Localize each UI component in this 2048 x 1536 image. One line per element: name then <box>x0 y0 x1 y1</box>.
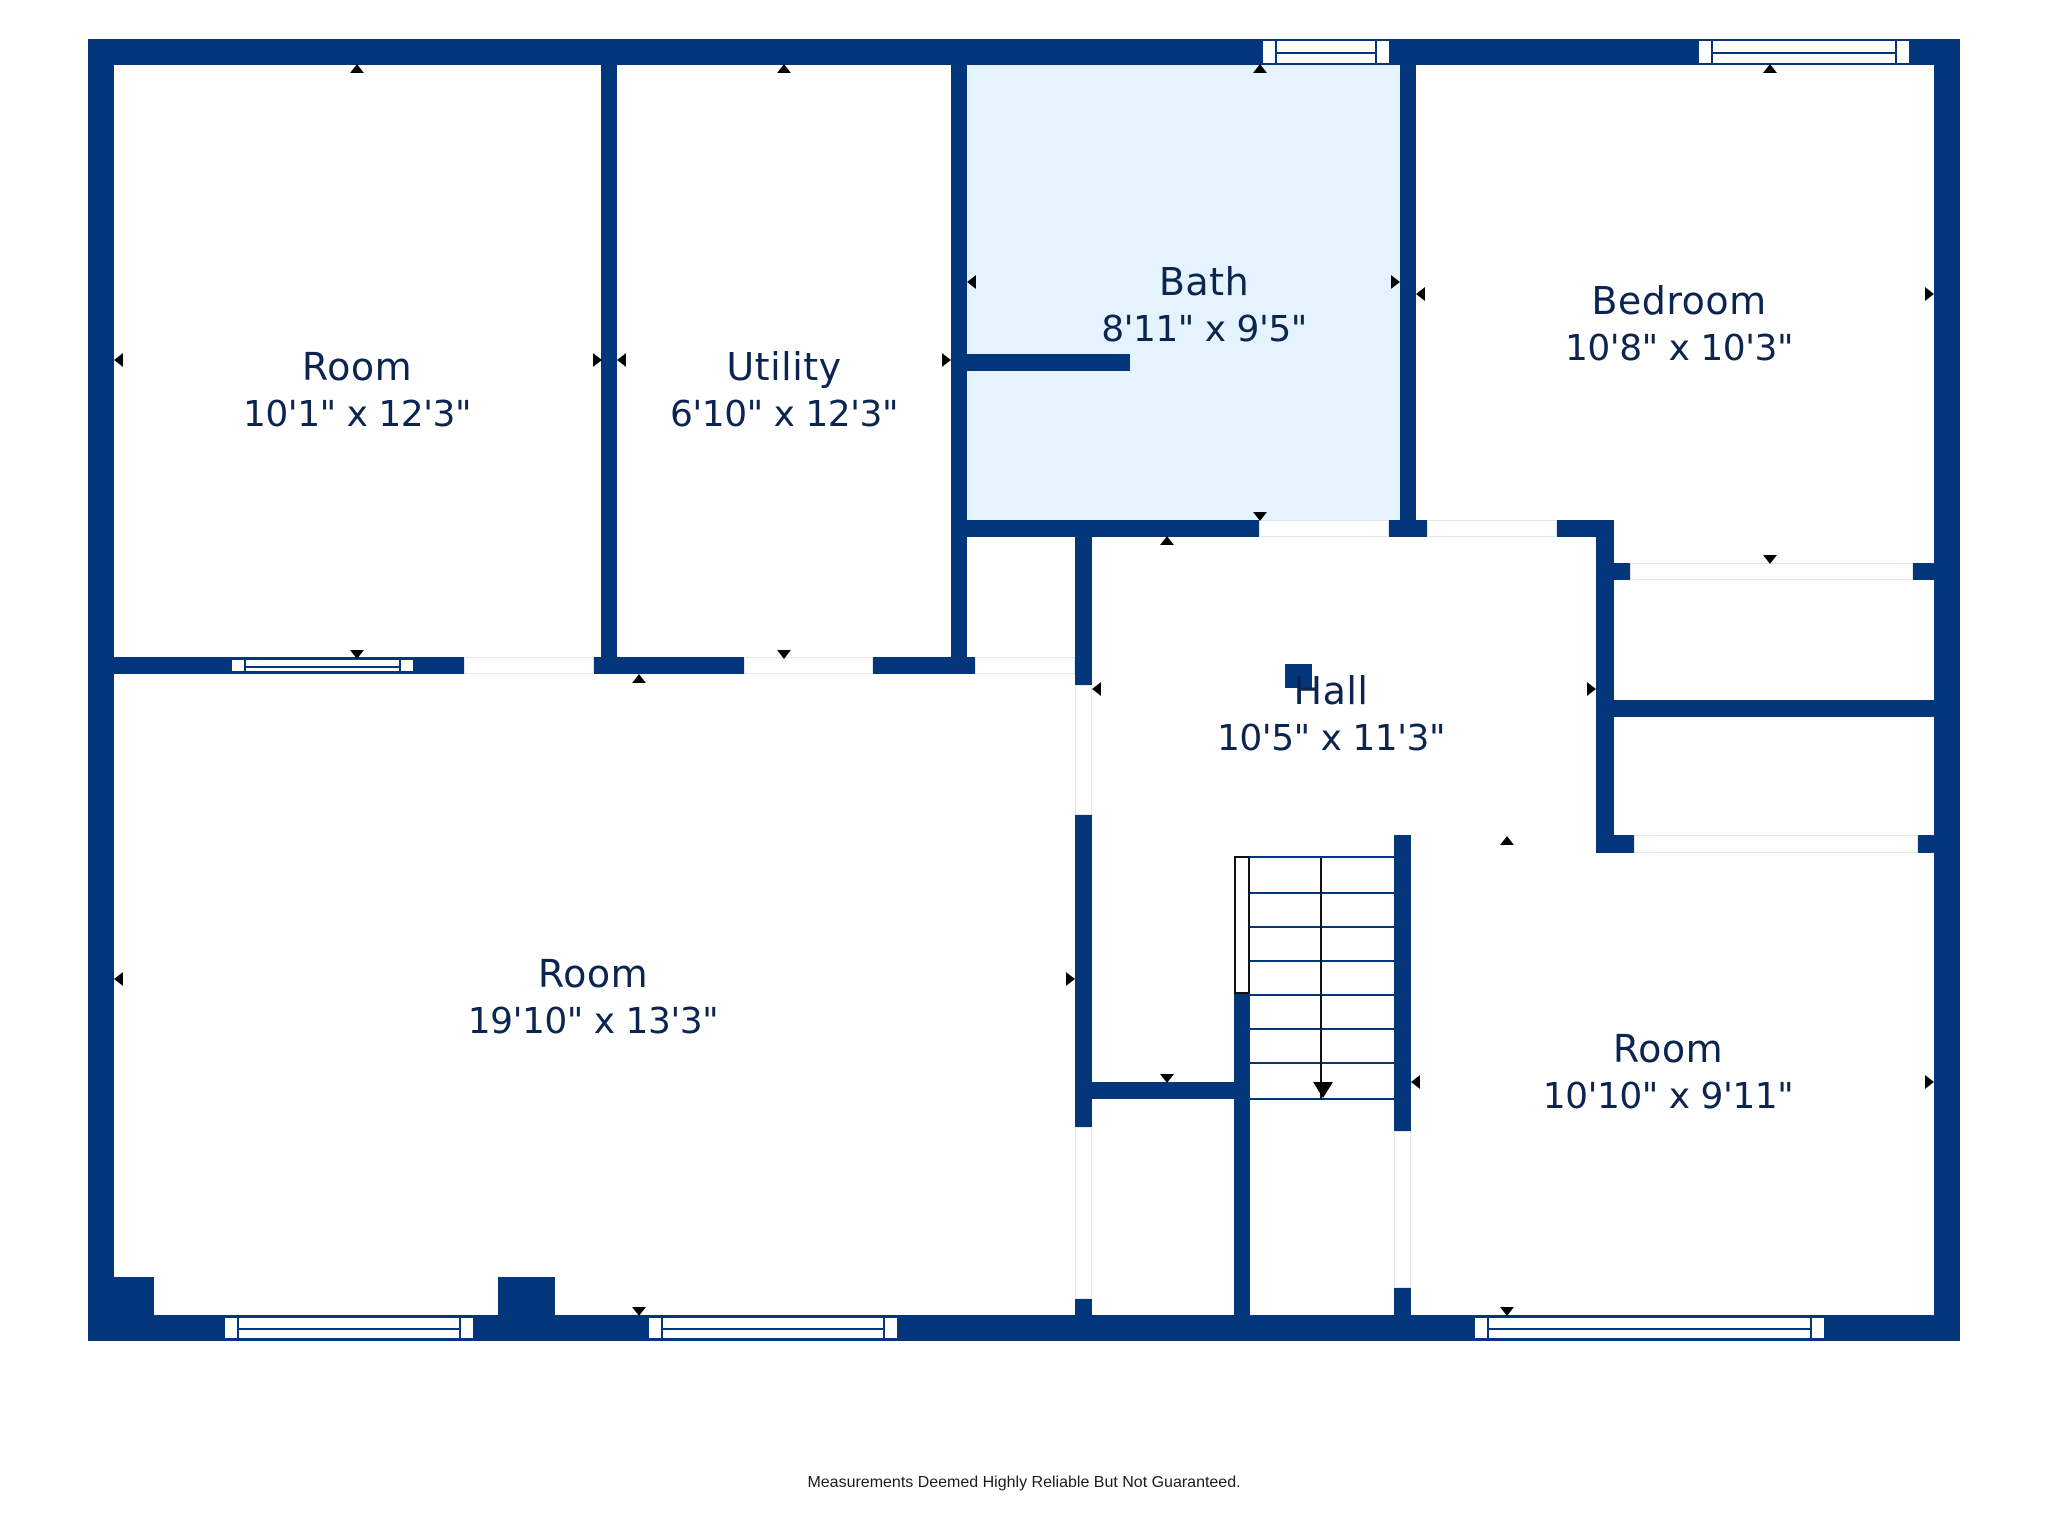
column-mid <box>498 1277 555 1317</box>
hall-left-opening-1 <box>1075 685 1092 815</box>
room-name: Bedroom <box>1591 278 1767 323</box>
hall-left-wall-top <box>1075 536 1092 685</box>
window-top-bedroom <box>1697 39 1911 65</box>
bath-partition <box>967 354 1130 371</box>
room-dimensions: 19'10" x 13'3" <box>467 1001 719 1043</box>
window-bottom-3 <box>1473 1316 1826 1340</box>
dim-marker-icon <box>1587 682 1596 696</box>
dim-marker-icon <box>114 353 123 367</box>
column-left <box>114 1277 154 1317</box>
dim-marker-icon <box>1763 555 1777 564</box>
window-mid-room <box>230 658 415 673</box>
room-dimensions: 10'8" x 10'3" <box>1564 328 1794 370</box>
stair-right-wall-bottom <box>1394 1288 1411 1341</box>
room-label-room-2: Room 19'10" x 13'3" <box>467 950 719 1046</box>
dim-marker-icon <box>942 353 951 367</box>
dim-marker-icon <box>1411 1075 1420 1089</box>
hall-left-wall-mid <box>1075 815 1092 1127</box>
dim-marker-icon <box>632 674 646 683</box>
staircase <box>1250 856 1394 1100</box>
dim-marker-icon <box>1416 287 1425 301</box>
stair-right-opening <box>1394 1131 1411 1288</box>
room-name: Room <box>1612 1026 1724 1071</box>
disclaimer: Measurements Deemed Highly Reliable But … <box>807 1474 1241 1491</box>
stair-left-wall <box>1234 994 1250 1341</box>
room-dimensions: 6'10" x 12'3" <box>669 394 899 436</box>
bath-highlight <box>967 65 1400 520</box>
stair-right-wall <box>1394 835 1411 1131</box>
hall-left-opening-2 <box>1075 1127 1092 1299</box>
dim-marker-icon <box>777 64 791 73</box>
wall-utility-bath <box>951 39 967 674</box>
dim-marker-icon <box>1391 275 1400 289</box>
mid-opening-1 <box>464 657 594 674</box>
bath-door-opening <box>1259 520 1389 537</box>
room-label-bath: Bath 8'11" x 9'5" <box>1101 258 1307 354</box>
closet-top-stub-right <box>1913 563 1934 580</box>
mid-wall-seg3 <box>873 657 975 674</box>
room-label-bedroom: Bedroom 10'8" x 10'3" <box>1564 277 1794 373</box>
mid-wall-seg2 <box>594 657 744 674</box>
dim-marker-icon <box>1253 512 1267 521</box>
dim-marker-icon <box>632 1307 646 1316</box>
room-label-room-1: Room 10'1" x 12'3" <box>242 343 472 439</box>
window-bottom-2 <box>647 1316 899 1340</box>
room-dimensions: 8'11" x 9'5" <box>1101 309 1307 351</box>
bath-bottom-stub <box>1389 520 1427 537</box>
dim-marker-icon <box>617 353 626 367</box>
dim-marker-icon <box>967 275 976 289</box>
dim-marker-icon <box>1500 836 1514 845</box>
bedroom-door-opening <box>1427 520 1557 537</box>
closet-top-wall <box>1075 1082 1250 1099</box>
dim-marker-icon <box>1253 64 1267 73</box>
room-label-room-3: Room 10'10" x 9'11" <box>1542 1025 1794 1121</box>
room-dimensions: 10'10" x 9'11" <box>1542 1076 1794 1118</box>
room-name: Room <box>537 951 649 996</box>
dim-marker-icon <box>1500 1307 1514 1316</box>
dim-marker-icon <box>1925 287 1934 301</box>
dim-marker-icon <box>350 650 364 659</box>
dim-marker-icon <box>1763 64 1777 73</box>
room-name: Bath <box>1158 259 1250 304</box>
closet-bottom-opening <box>1634 835 1918 853</box>
dim-marker-icon <box>350 64 364 73</box>
hall-left-wall-bottom <box>1075 1299 1092 1341</box>
closet-bottom-stub-left <box>1596 835 1634 853</box>
bath-bottom-wall <box>951 520 1259 537</box>
window-top-bath <box>1261 39 1391 65</box>
dim-marker-icon <box>114 972 123 986</box>
room-name: Hall <box>1293 668 1369 713</box>
wall-bath-bedroom <box>1400 39 1416 536</box>
mid-opening-2 <box>744 657 873 674</box>
stair-direction-arrow-icon <box>1313 1082 1333 1098</box>
dim-marker-icon <box>1160 536 1174 545</box>
room-name: Room <box>301 344 413 389</box>
dim-marker-icon <box>593 353 602 367</box>
mid-opening-3 <box>975 657 1075 674</box>
hall-post <box>1285 664 1312 688</box>
room-dimensions: 10'1" x 12'3" <box>242 394 472 436</box>
room-label-utility: Utility 6'10" x 12'3" <box>669 343 899 439</box>
room-name: Utility <box>726 344 842 389</box>
stair-rail <box>1234 856 1250 994</box>
window-bottom-1 <box>223 1316 475 1340</box>
dim-marker-icon <box>1925 1075 1934 1089</box>
outer-wall-left <box>88 39 114 1341</box>
dim-marker-icon <box>1066 972 1075 986</box>
room-label-hall: Hall 10'5" x 11'3" <box>1216 667 1446 763</box>
closet-top-opening <box>1630 563 1913 580</box>
wall-room-utility <box>601 39 617 659</box>
dim-marker-icon <box>1160 1074 1174 1083</box>
outer-wall-right <box>1934 39 1960 1341</box>
closet-bottom-stub-right <box>1918 835 1934 853</box>
dim-marker-icon <box>777 650 791 659</box>
outer-wall-top <box>88 39 1960 65</box>
closet-top-stub-left <box>1614 563 1630 580</box>
closet-left-wall <box>1596 520 1614 853</box>
room-dimensions: 10'5" x 11'3" <box>1216 718 1446 760</box>
closet-divider <box>1614 700 1934 717</box>
dim-marker-icon <box>1092 682 1101 696</box>
